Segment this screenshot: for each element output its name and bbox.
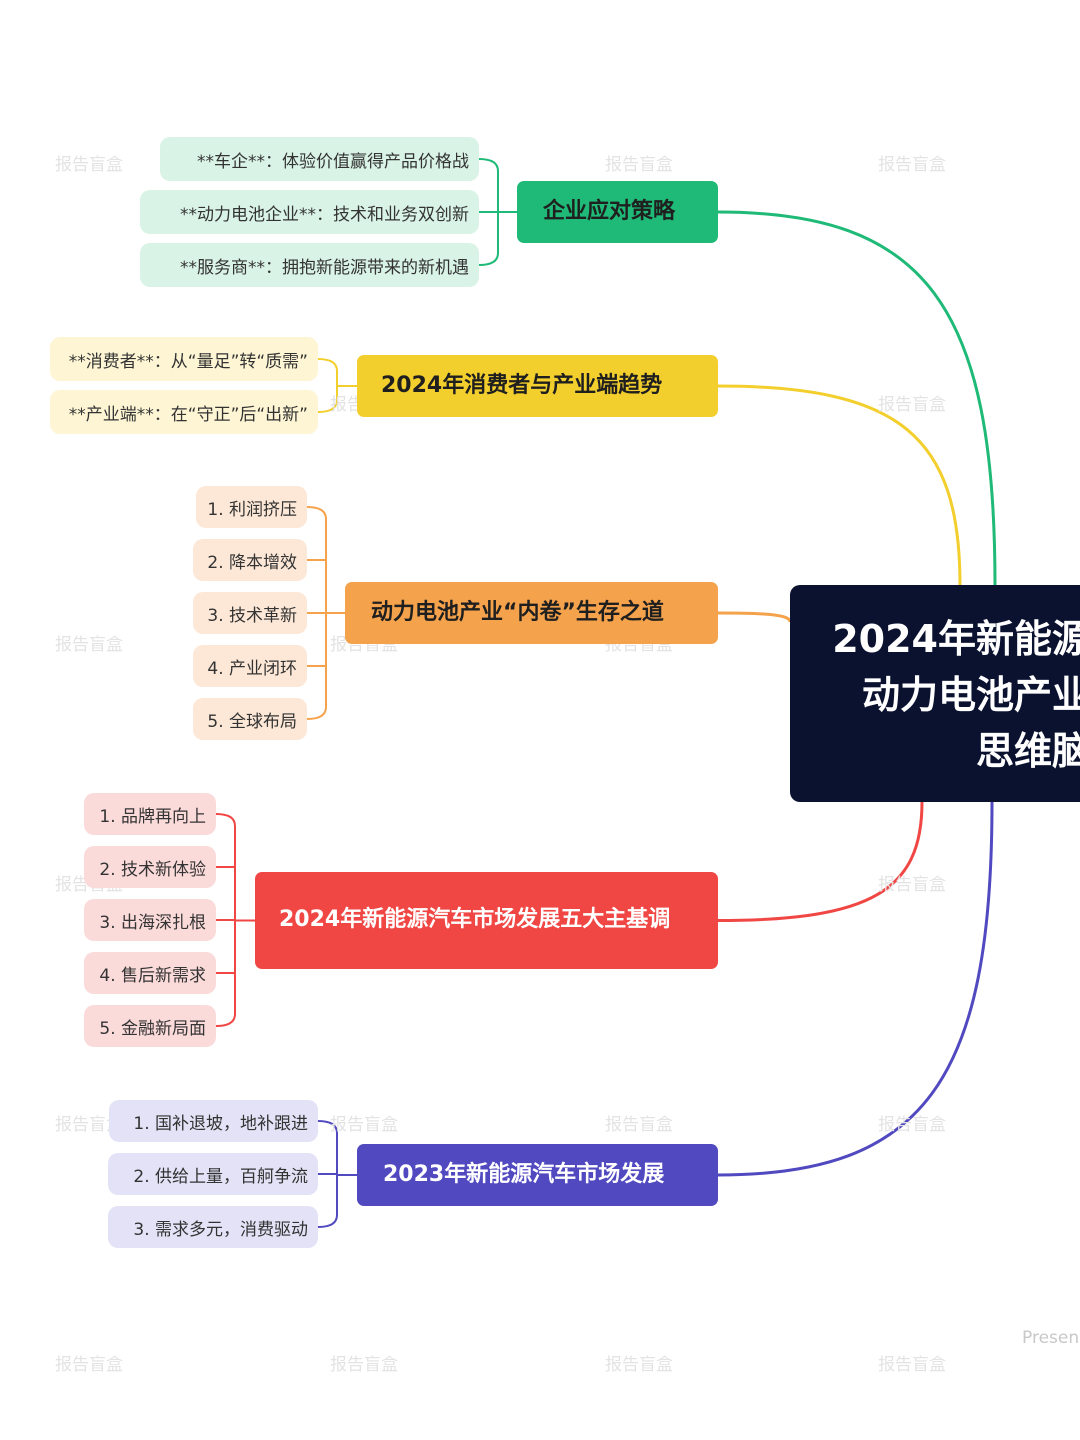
branch-themes[interactable]: 2024年新能源汽车市场发展五大主基调 bbox=[255, 872, 718, 969]
leaf-label: 3. 需求多元，消费驱动 bbox=[133, 1219, 308, 1240]
watermark-text: 报告盲盒 bbox=[55, 155, 123, 175]
branch-label: 2023年新能源汽车市场发展 bbox=[383, 1161, 665, 1187]
watermark-text: 报告盲盒 bbox=[330, 1115, 398, 1135]
leaf-label: 5. 金融新局面 bbox=[99, 1018, 206, 1039]
leaf-label: 2. 技术新体验 bbox=[99, 859, 206, 880]
branch-market2023[interactable]: 2023年新能源汽车市场发展 bbox=[357, 1144, 718, 1206]
branch-label: 2024年消费者与产业端趋势 bbox=[381, 372, 663, 398]
watermark-text: 报告盲盒 bbox=[878, 395, 946, 415]
leaf-item[interactable]: **产业端**：在“守正”后“出新” bbox=[50, 390, 318, 434]
branch-trend[interactable]: 2024年消费者与产业端趋势 bbox=[357, 355, 718, 417]
leaf-label: **消费者**：从“量足”转“质需” bbox=[68, 351, 308, 372]
leaf-label: 1. 利润挤压 bbox=[207, 499, 297, 520]
branch-label: 2024年新能源汽车市场发展五大主基调 bbox=[279, 907, 671, 933]
leaf-item[interactable]: 3. 需求多元，消费驱动 bbox=[108, 1206, 318, 1248]
watermark-text: 报告盲盒 bbox=[878, 875, 946, 895]
watermark-text: 报告盲盒 bbox=[605, 1115, 673, 1135]
leaf-item[interactable]: **车企**：体验价值赢得产品价格战 bbox=[160, 137, 479, 181]
central-topic-line-2: 动力电池产业 bbox=[861, 673, 1080, 717]
central-topic-line-1: 2024年新能源 bbox=[832, 617, 1080, 661]
watermark-text: 报告盲盒 bbox=[605, 1355, 673, 1375]
leaf-item[interactable]: 5. 全球布局 bbox=[193, 698, 307, 740]
leaf-item[interactable]: 2. 降本增效 bbox=[193, 539, 307, 581]
watermark-text: 报告盲盒 bbox=[330, 1355, 398, 1375]
central-topic[interactable]: 2024年新能源 动力电池产业 思维脑 bbox=[790, 585, 1080, 802]
central-topic-line-3: 思维脑 bbox=[975, 729, 1080, 773]
watermark-text: 报告盲盒 bbox=[55, 635, 123, 655]
branch-strategy[interactable]: 企业应对策略 bbox=[517, 181, 718, 243]
leaf-item[interactable]: 4. 售后新需求 bbox=[84, 952, 216, 994]
branch-label: 企业应对策略 bbox=[543, 198, 676, 224]
branch-battery[interactable]: 动力电池产业“内卷”生存之道 bbox=[345, 582, 718, 644]
brand-watermark: Presen bbox=[1022, 1328, 1080, 1348]
leaf-label: **车企**：体验价值赢得产品价格战 bbox=[197, 151, 469, 172]
leaf-label: **服务商**：拥抱新能源带来的新机遇 bbox=[180, 257, 469, 278]
leaf-label: 4. 售后新需求 bbox=[99, 965, 206, 986]
leaf-label: 1. 国补退坡，地补跟进 bbox=[133, 1113, 308, 1134]
leaf-item[interactable]: 3. 出海深扎根 bbox=[84, 899, 216, 941]
leaf-item[interactable]: 1. 国补退坡，地补跟进 bbox=[109, 1100, 318, 1142]
leaf-item[interactable]: 2. 技术新体验 bbox=[84, 846, 216, 888]
leaf-label: 5. 全球布局 bbox=[207, 711, 297, 732]
leaf-label: **动力电池企业**：技术和业务双创新 bbox=[180, 204, 469, 225]
watermark-text: 报告盲盒 bbox=[55, 1355, 123, 1375]
watermark-text: 报告盲盒 bbox=[878, 1355, 946, 1375]
leaf-item[interactable]: 5. 金融新局面 bbox=[84, 1005, 216, 1047]
watermark-text: 报告盲盒 bbox=[605, 155, 673, 175]
watermark-text: 报告盲盒 bbox=[878, 155, 946, 175]
leaf-label: 2. 供给上量，百舸争流 bbox=[133, 1166, 308, 1187]
leaf-item[interactable]: 3. 技术革新 bbox=[193, 592, 307, 634]
leaf-label: 3. 技术革新 bbox=[207, 605, 297, 626]
leaf-label: 2. 降本增效 bbox=[207, 552, 297, 573]
leaf-item[interactable]: 1. 品牌再向上 bbox=[84, 793, 216, 835]
leaf-item[interactable]: **服务商**：拥抱新能源带来的新机遇 bbox=[140, 243, 479, 287]
leaf-label: 4. 产业闭环 bbox=[207, 658, 297, 679]
leaf-item[interactable]: 1. 利润挤压 bbox=[196, 486, 307, 528]
leaf-item[interactable]: 4. 产业闭环 bbox=[193, 645, 307, 687]
branch-label: 动力电池产业“内卷”生存之道 bbox=[371, 599, 664, 625]
leaf-item[interactable]: **消费者**：从“量足”转“质需” bbox=[50, 337, 318, 381]
leaf-item[interactable]: **动力电池企业**：技术和业务双创新 bbox=[140, 190, 479, 234]
watermark-text: 报告盲盒 bbox=[55, 1115, 123, 1135]
leaf-label: 3. 出海深扎根 bbox=[99, 912, 206, 933]
leaf-item[interactable]: 2. 供给上量，百舸争流 bbox=[108, 1153, 318, 1195]
leaf-label: 1. 品牌再向上 bbox=[99, 806, 206, 827]
watermark-text: 报告盲盒 bbox=[878, 1115, 946, 1135]
leaf-label: **产业端**：在“守正”后“出新” bbox=[68, 404, 308, 425]
